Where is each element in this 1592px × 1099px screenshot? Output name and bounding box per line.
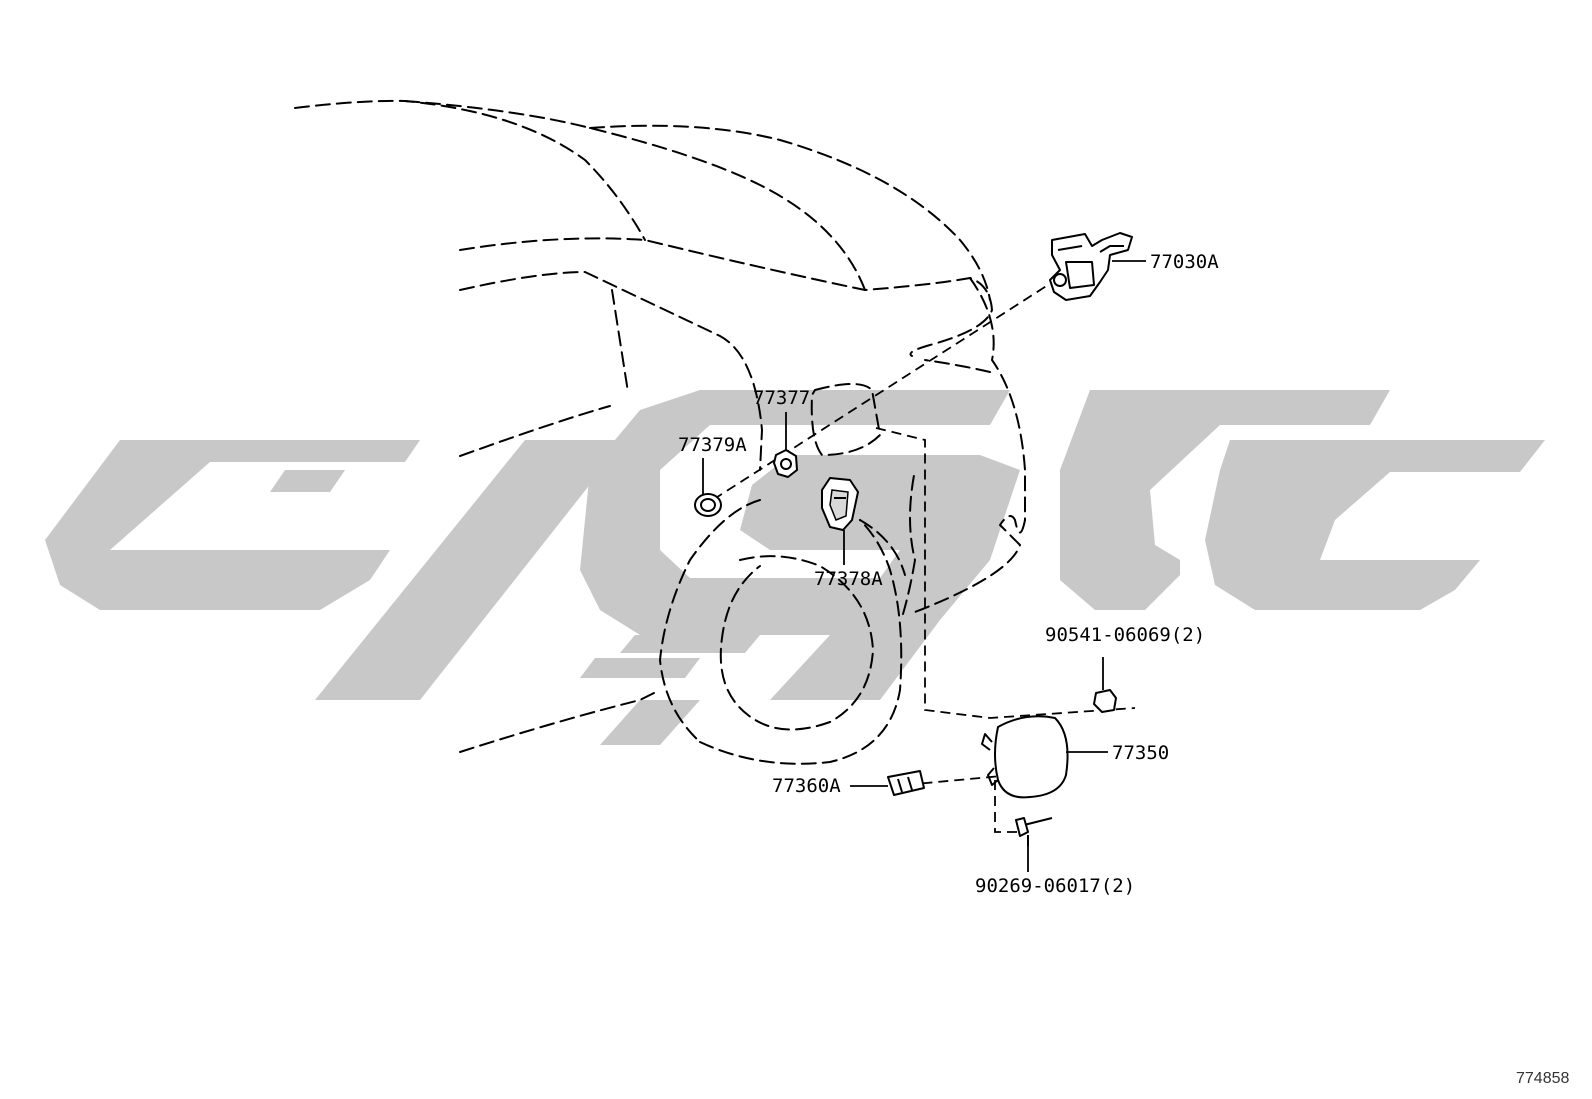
label-77377[interactable]: 77377 [753,387,810,409]
part-90269-06017[interactable] [1015,817,1053,846]
label-77379a[interactable]: 77379A [678,434,747,456]
part-77350[interactable] [981,715,1069,799]
part-labels: 77030A 77377 77379A 77378A 90541-06069(2… [678,251,1219,897]
label-77378a[interactable]: 77378A [814,568,883,590]
label-77360a[interactable]: 77360A [772,775,841,797]
diagram-code: 774858 [1516,1070,1569,1087]
part-90541-06069[interactable] [1093,689,1117,713]
part-77378a[interactable] [821,477,859,531]
vehicle-outline [294,99,1026,765]
part-77379a[interactable] [694,493,722,517]
part-77377[interactable] [773,449,798,478]
label-90269-06017[interactable]: 90269-06017(2) [975,875,1135,897]
callout-lines [702,260,1146,872]
label-90541-06069[interactable]: 90541-06069(2) [1045,624,1205,646]
label-77350[interactable]: 77350 [1112,742,1169,764]
leader-lines [699,284,1136,833]
part-77030a[interactable] [1049,232,1133,301]
part-77360a[interactable] [887,770,925,796]
watermark-logo [45,390,1545,745]
label-77030a[interactable]: 77030A [1150,251,1219,273]
